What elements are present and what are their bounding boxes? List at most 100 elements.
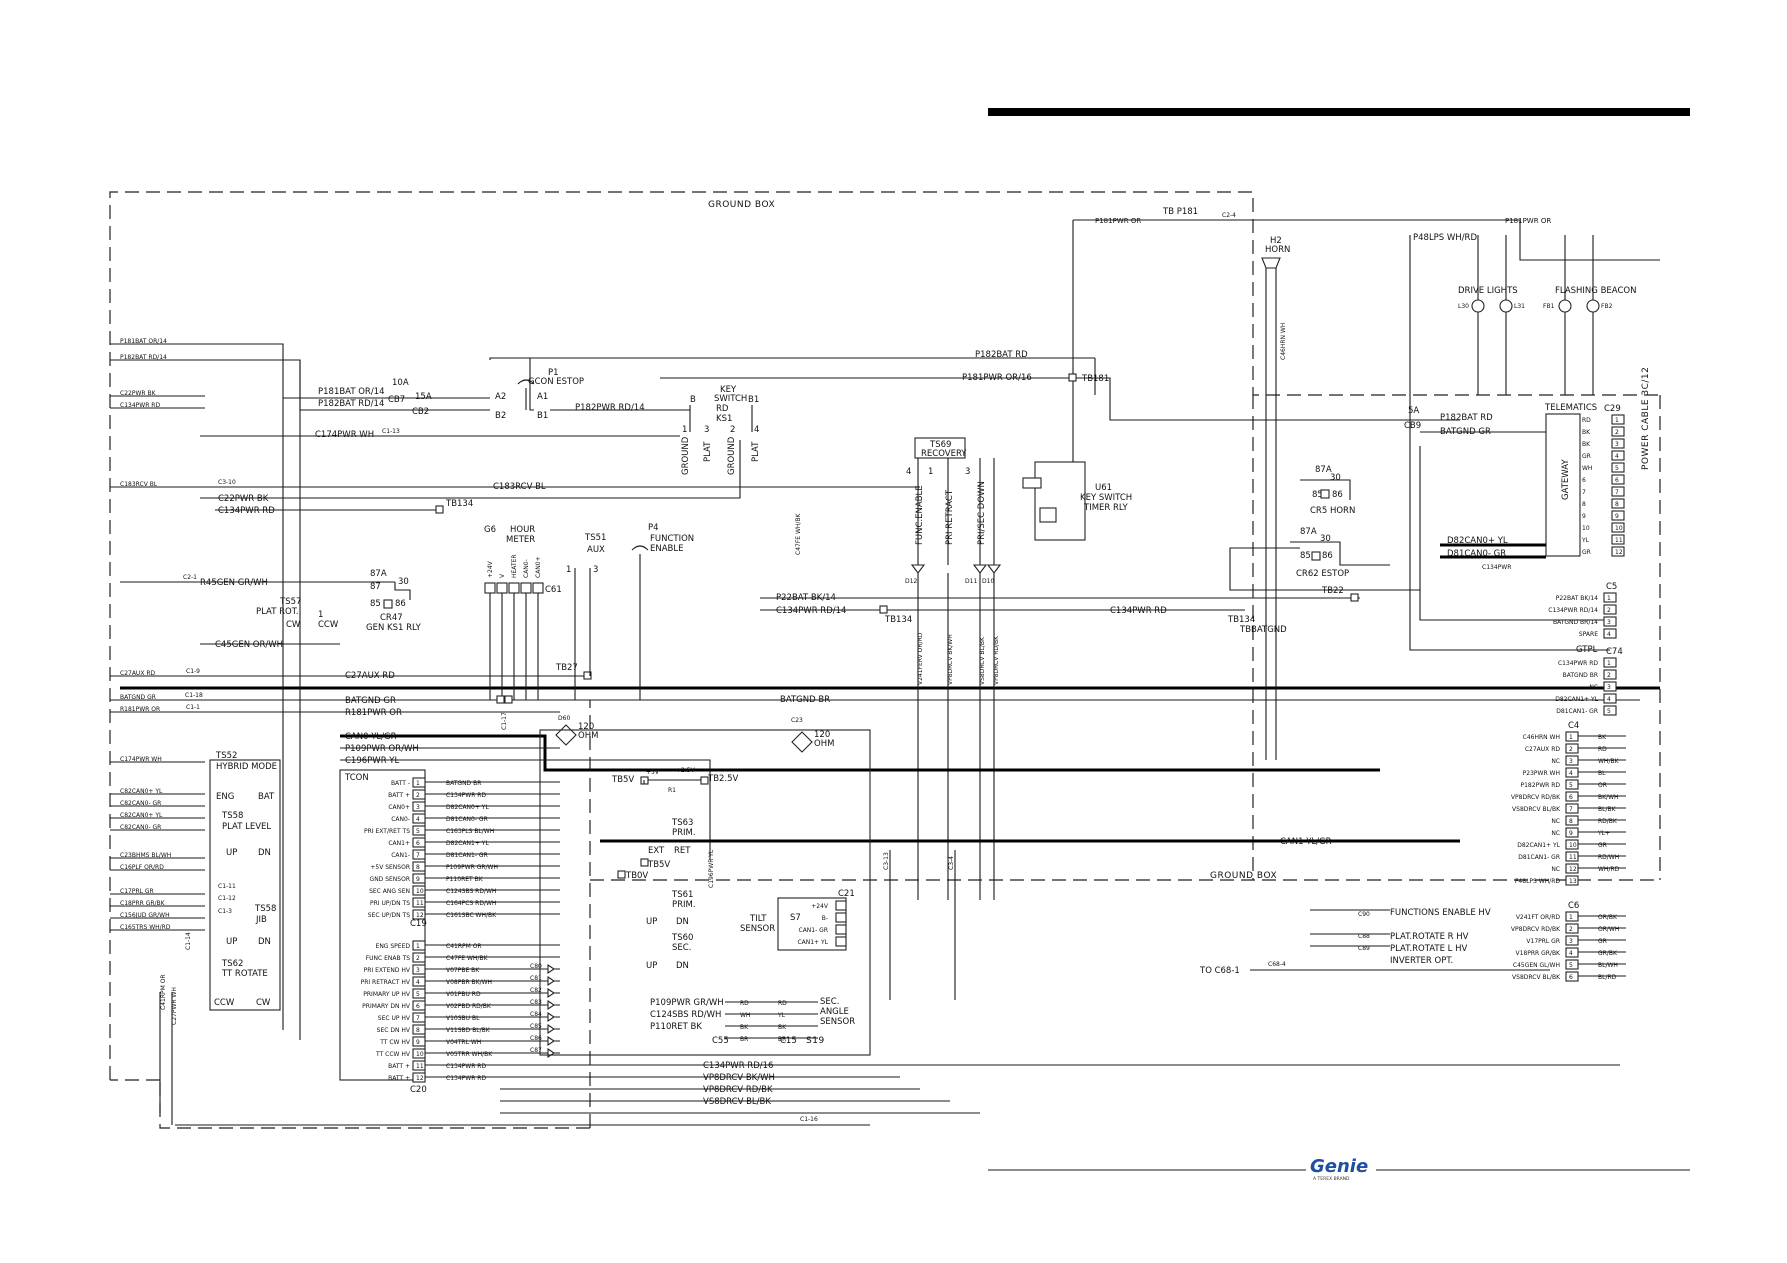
cr47-label: CR47 — [380, 613, 403, 623]
c5-title: C5 — [1606, 582, 1617, 592]
pins2-wire-12: C134PWR RD — [446, 1075, 486, 1082]
c29-pin-label-11: YL — [1581, 537, 1590, 544]
l30-label: L30 — [1458, 303, 1469, 310]
s19-left-4: BR — [740, 1036, 748, 1043]
s7-pin-3 — [835, 924, 847, 935]
c6-pin-num-1: 1 — [1569, 914, 1573, 921]
c4-pin-num-12: 12 — [1569, 866, 1577, 873]
pins1-wire-3: D82CAN0+ YL — [446, 804, 489, 811]
pins1-name-11: PRI UP/DN TS — [370, 900, 410, 907]
ground-box-label-bottom: GROUND BOX — [1210, 871, 1277, 881]
c29-pin-num-6: 6 — [1615, 477, 1619, 484]
wire-p182pwr-label: P182PWR RD/14 — [575, 403, 645, 413]
c4-row-right-12: WH/RD — [1598, 866, 1620, 873]
pins2-num-6: 6 — [416, 1003, 420, 1010]
tel-p182bat: P182BAT RD — [1440, 413, 1493, 423]
diode-label-5: C84 — [530, 1011, 542, 1018]
c4-row-label-8: NC — [1551, 818, 1560, 825]
c6-pin-num-2: 2 — [1569, 926, 1573, 933]
tilt-sensor-label: SENSOR — [740, 924, 775, 934]
c1-18-label: C1-18 — [185, 692, 203, 699]
ts61-dn: DN — [676, 917, 689, 927]
c29-pin-num-7: 7 — [1615, 489, 1619, 496]
wire-c134pwr-rd14: C134PWR RD/14 — [776, 606, 846, 616]
pins1-name-9: GND SENSOR — [370, 876, 410, 883]
pins1-wire-2: C134PWR RD — [446, 792, 486, 799]
wire-vs8drcv-bottom: VS8DRCV BL/BK — [703, 1097, 771, 1107]
d10-diode-icon — [986, 564, 1002, 574]
left-wire-9: C174PWR WH — [120, 756, 162, 763]
c4-row-label-7: VS8DRCV BL/BK — [1512, 806, 1561, 813]
u61-coil — [1039, 507, 1057, 523]
wire-r181pwr: R181PWR OR — [345, 708, 402, 718]
eng-label: ENG — [216, 792, 234, 802]
left-wire-19: C165TRS WH/RD — [120, 924, 171, 931]
angle-sensor-label: SENSOR — [820, 1017, 855, 1027]
c74-pin-1 — [1603, 657, 1617, 668]
c29-pin-1 — [1611, 414, 1625, 425]
c74-pin-num-3: 3 — [1607, 684, 1611, 691]
c3-13-label: C3-13 — [883, 852, 890, 870]
pins2-wire-10: V05TRR WH/BK — [446, 1051, 493, 1058]
tb134-label: TB134 — [445, 499, 473, 509]
functions-enable-label: FUNCTIONS ENABLE HV — [1390, 908, 1491, 918]
c1-13-label: C1-13 — [382, 428, 400, 435]
c74-row-label-4: D82CAN1+ YL — [1555, 696, 1598, 703]
c3-10-label: C3-10 — [218, 479, 236, 486]
pins2-num-12: 12 — [416, 1075, 424, 1082]
p5v-label: +5V — [646, 769, 660, 776]
c1-17-label: C1-17 — [501, 712, 508, 730]
pins2-wire-4: V08PBR BK/WH — [446, 979, 492, 986]
c29-pin-label-1: RD — [1582, 417, 1591, 424]
u61-timer-label: TIMER RLY — [1083, 503, 1129, 513]
tb22-label: TB22 — [1321, 586, 1344, 596]
pins2-wire-1: C41RPM OR — [446, 943, 482, 950]
gateway-box — [1545, 413, 1581, 557]
pins1-num-4: 4 — [416, 816, 420, 823]
ks-pin2: 2 — [730, 425, 735, 435]
ts52-switch-block: TS52 HYBRID MODE ENG BAT TS58 PLAT LEVEL… — [185, 751, 281, 1011]
a2-label: A2 — [495, 392, 506, 402]
pri-sec-down-label: PRI/SEC DOWN — [977, 481, 987, 545]
c23-ohm-unit: OHM — [814, 739, 834, 749]
horn-label: HORN — [1265, 245, 1290, 255]
pins2-name-1: ENG SPEED — [376, 943, 411, 950]
c21-label: C21 — [838, 889, 855, 899]
bottom-wires: C134PWR RD/16 VP8DRCV BK/WH VP8DRCV RD/B… — [159, 974, 1620, 1126]
c6-pin-num-3: 3 — [1569, 938, 1573, 945]
pins2-wire-3: V07PBE BK — [446, 967, 480, 974]
u61-timer-relay — [1034, 461, 1086, 541]
cb9-amps: 5A — [1408, 406, 1419, 416]
c74-title: C74 — [1606, 647, 1623, 657]
ts60-up: UP — [646, 961, 657, 971]
c4-pin-num-8: 8 — [1569, 818, 1573, 825]
c1-16-label: C1-16 — [800, 1116, 818, 1123]
pins2-name-7: SEC UP HV — [378, 1015, 411, 1022]
s7-pin-1 — [835, 900, 847, 911]
left-wire-2: P182BAT RD/14 — [120, 354, 167, 361]
tb27-label: TB27 — [555, 663, 578, 673]
tb5v2-terminal — [640, 858, 649, 867]
tb-p181-label: TB P181 — [1162, 207, 1198, 217]
pins2-name-11: BATT + — [388, 1063, 410, 1070]
left-wire-3: C22PWR BK — [120, 390, 157, 397]
pins2-name-3: PRI EXTEND HV — [364, 967, 411, 974]
s19-left-3: BK — [740, 1024, 749, 1031]
ts69-pin6: 1 — [928, 467, 933, 477]
ks-rd-label: RD — [716, 404, 729, 414]
tt-rotate-label: TT ROTATE — [221, 969, 268, 979]
s19-right-4: BR — [778, 1036, 786, 1043]
meter-label: METER — [506, 535, 535, 545]
ts62-label: TS62 — [221, 959, 243, 969]
c29-pin-num-1: 1 — [1615, 417, 1619, 424]
ks1-label: KS1 — [716, 414, 732, 424]
pins1-num-12: 12 — [416, 912, 424, 919]
c90-label: C90 — [1358, 911, 1370, 918]
diode-icon-4 — [547, 999, 555, 1011]
c6-row-right-2: OR/WH — [1598, 926, 1619, 933]
cr5-30: 30 — [1330, 473, 1341, 483]
c5-pin-num-2: 2 — [1607, 607, 1611, 614]
c29-pin-8 — [1611, 498, 1625, 509]
